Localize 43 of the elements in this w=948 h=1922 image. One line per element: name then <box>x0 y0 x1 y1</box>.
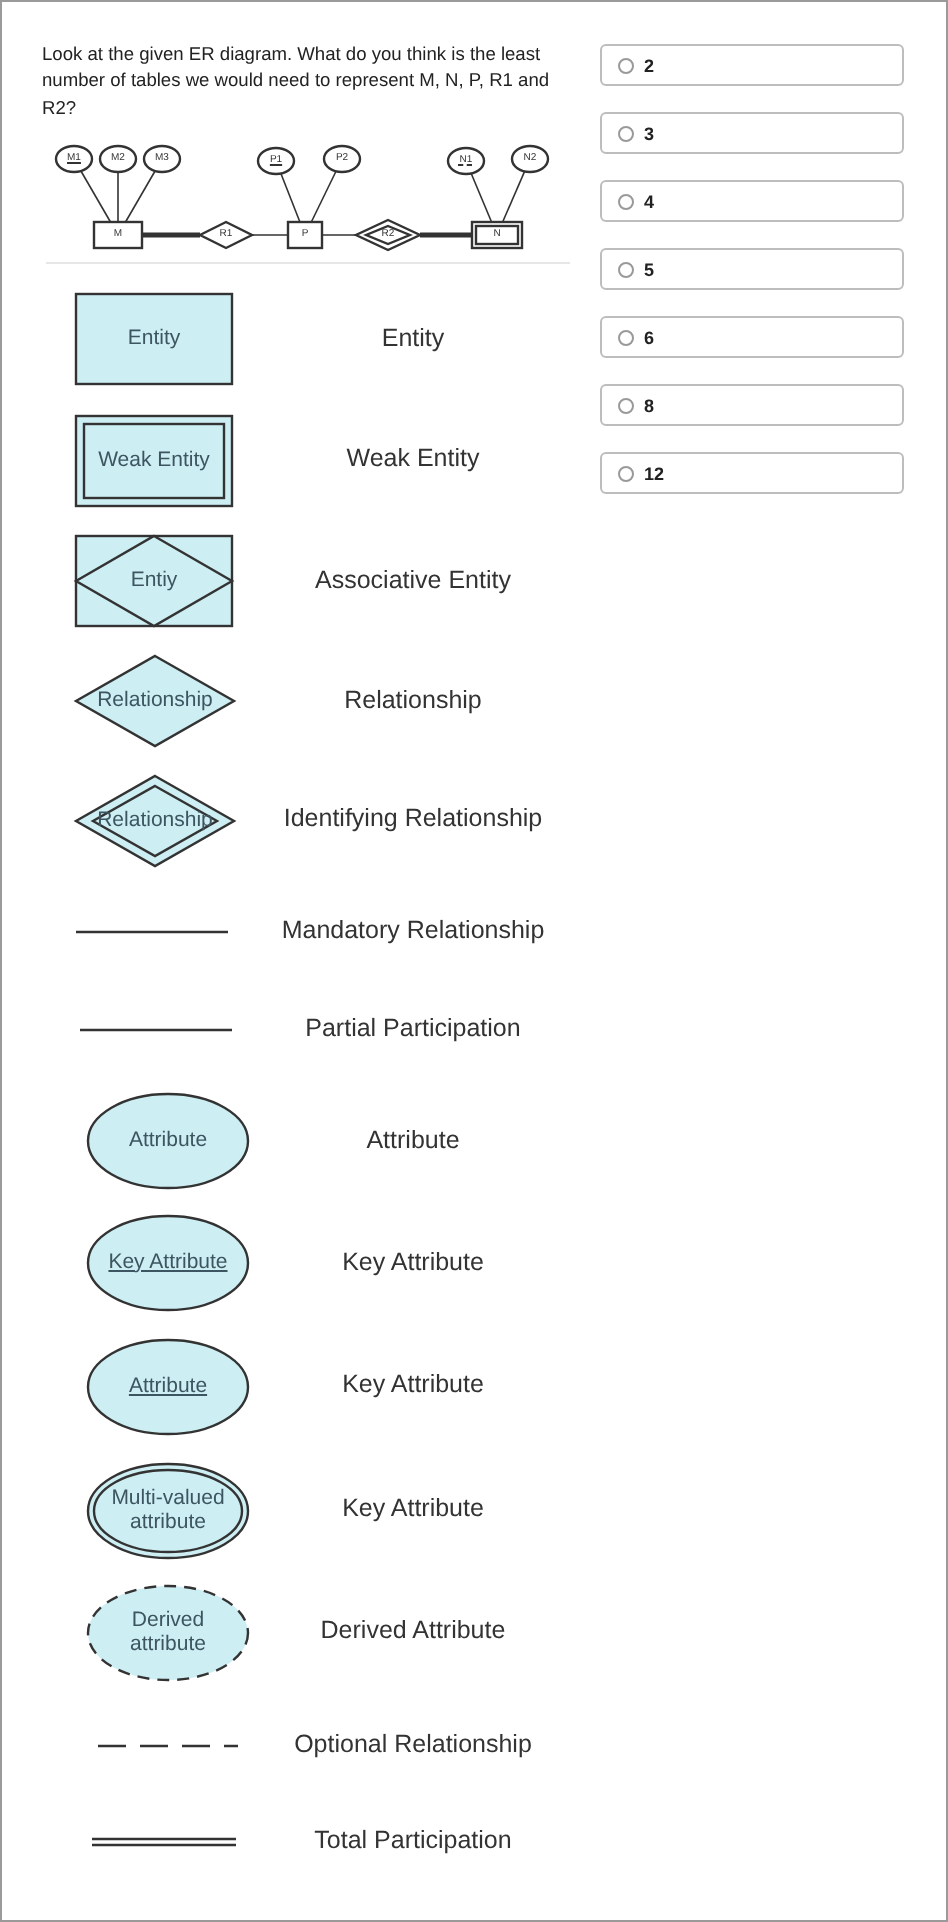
legend-text: Mandatory Relationship <box>279 916 547 948</box>
radio-option: 5 <box>600 248 904 290</box>
symbol-description: Key Attribute <box>340 1494 486 1526</box>
connector-line <box>310 170 337 223</box>
entity-box: Entity <box>76 294 232 384</box>
attribute-ellipse: Attribute <box>88 1340 248 1434</box>
symbol-description: Relationship <box>342 686 484 718</box>
legend-text: Partial Participation <box>303 1014 523 1046</box>
double-line-connector <box>420 232 472 238</box>
legend-text: Total Participation <box>312 1826 514 1858</box>
connector-line <box>321 234 357 236</box>
relationship-diamond: Relationship <box>76 656 234 746</box>
double-line-connector <box>142 232 200 238</box>
entity-box: Weak Entity <box>76 416 232 506</box>
symbol-description: Key Attribute <box>340 1248 486 1280</box>
entity-box: Entiy <box>76 536 232 626</box>
symbol-description: Associative Entity <box>313 566 513 598</box>
symbol-description: Derived Attribute <box>318 1616 508 1648</box>
radio-option: 3 <box>600 112 904 154</box>
radio-option: 4 <box>600 180 904 222</box>
attribute-ellipse: Multi-valued attribute <box>88 1464 248 1558</box>
relationship-diamond: Relationship <box>76 776 234 866</box>
symbol-description: Entity <box>379 324 447 356</box>
attribute-ellipse: Derived attribute <box>88 1586 248 1680</box>
radio-option: 12 <box>600 452 904 494</box>
symbol-description: Identifying Relationship <box>281 804 545 836</box>
connector-line <box>501 170 526 223</box>
connector-line <box>251 234 289 236</box>
radio-option: 2 <box>600 44 904 86</box>
connector-line <box>80 170 112 223</box>
radio-option: 6 <box>600 316 904 358</box>
connector-line <box>470 172 493 223</box>
attribute-ellipse: Key Attribute <box>88 1216 248 1310</box>
question-text: Look at the given ER diagram. What do you think is the least number of tables we would need to represent M, N, P, R1 and R2? <box>42 42 552 122</box>
attribute-ellipse: Attribute <box>88 1094 248 1188</box>
symbol-description: Weak Entity <box>344 444 482 476</box>
symbol-description: Attribute <box>364 1126 462 1158</box>
symbol-description: Key Attribute <box>340 1370 486 1402</box>
radio-option: 8 <box>600 384 904 426</box>
connector-line <box>280 172 301 223</box>
connector-line <box>124 170 156 223</box>
connector-line <box>117 171 119 223</box>
legend-text: Optional Relationship <box>292 1730 534 1762</box>
